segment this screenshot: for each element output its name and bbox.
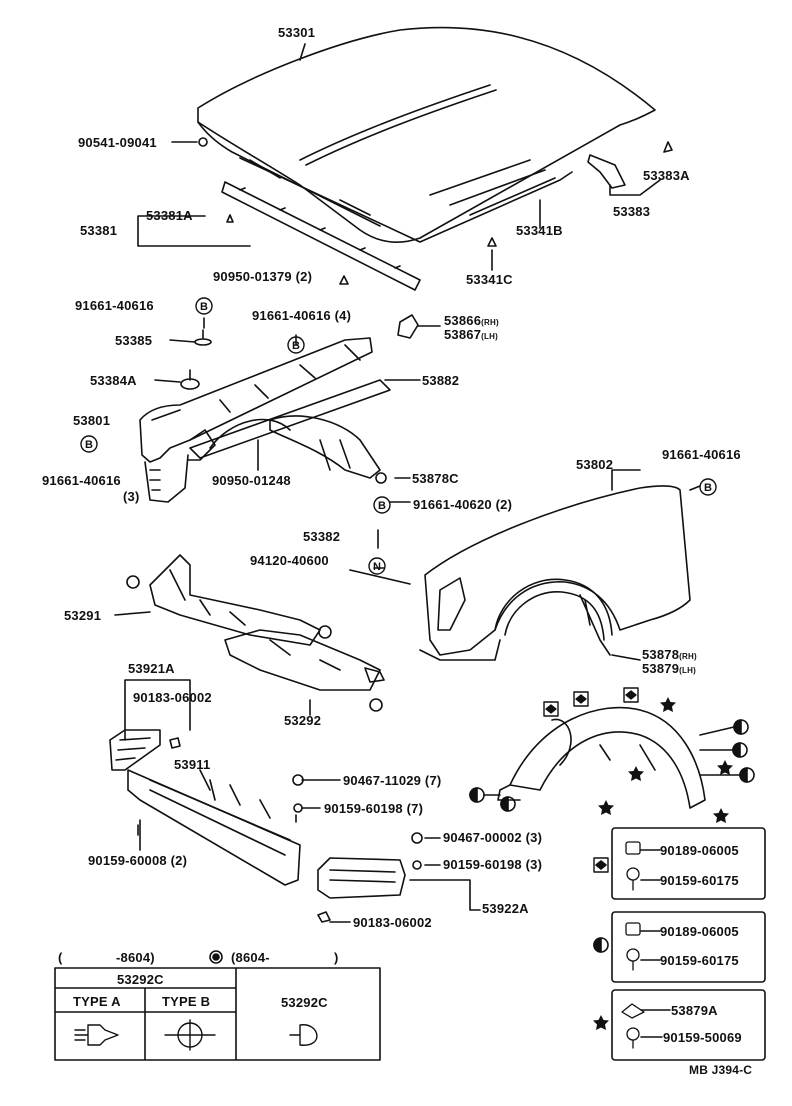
period-old: -8604): [116, 950, 155, 965]
label-90950-01248: 90950-01248: [212, 473, 291, 488]
label-53922A: 53922A: [482, 901, 529, 916]
label-90950-01379: 90950-01379 (2): [213, 269, 313, 284]
period-open-paren: (: [58, 950, 63, 965]
label-53341B: 53341B: [516, 223, 563, 238]
label-53878C: 53878C: [412, 471, 459, 486]
label-90159-60198-7: 90159-60198 (7): [324, 801, 424, 816]
label-53301: 53301: [278, 25, 316, 40]
label-53382: 53382: [303, 529, 341, 544]
period-close-paren: ): [334, 950, 339, 965]
label-91661-40616-a: 91661-40616: [75, 298, 154, 313]
circled-b-2: B: [292, 340, 300, 352]
hood-stopper-drawing: [587, 141, 673, 189]
circled-n-1: N: [373, 561, 381, 573]
liner-star-markers: [593, 697, 733, 1030]
label-91661-40620: 91661-40620 (2): [413, 497, 513, 512]
table-type-b: TYPE B: [162, 994, 211, 1009]
figure-reference: MB J394-C: [689, 1063, 753, 1077]
label-94120-40600: 94120-40600: [250, 553, 329, 568]
label-53867: 53867(LH): [444, 327, 498, 342]
under-cover-drawing: [126, 554, 385, 712]
period-new: (8604-: [231, 950, 270, 965]
legend-hardware-glyphs: [621, 841, 645, 1049]
label-53291: 53291: [64, 608, 102, 623]
table-type-a: TYPE A: [73, 994, 121, 1009]
table-header-right: 53292C: [281, 995, 328, 1010]
circled-b-1: B: [200, 301, 208, 313]
liner-diamond-markers: [543, 687, 639, 717]
circled-symbols: [80, 297, 717, 575]
label-91661-40616-4: 91661-40616 (4): [252, 308, 352, 323]
label-53381: 53381: [80, 223, 118, 238]
label-53878: 53878(RH): [642, 647, 697, 662]
table-header-left: 53292C: [117, 972, 164, 987]
label-90467-00002: 90467-00002 (3): [443, 830, 543, 845]
legend-star-screw: 90159-50069: [663, 1030, 742, 1045]
label-53911: 53911: [174, 757, 211, 772]
circled-b-5: B: [704, 482, 712, 494]
side-bracket-drawing: [317, 832, 423, 923]
label-90159-60008: 90159-60008 (2): [88, 853, 188, 868]
hood-drawing: [197, 26, 656, 243]
label-53383A: 53383A: [643, 168, 690, 183]
circled-b-3: B: [85, 439, 93, 451]
front-fender-drawing: [419, 485, 691, 661]
label-90467-11029: 90467-11029 (7): [343, 773, 442, 788]
label-53802: 53802: [576, 457, 614, 472]
label-90183-06002-a: 90183-06002: [133, 690, 212, 705]
label-53879: 53879(LH): [642, 661, 696, 676]
liner-halfcircle-markers: [469, 719, 755, 812]
legend-diamond-screw: 90159-60175: [660, 873, 739, 888]
fender-brace-drawing: [189, 379, 391, 479]
label-91661-40616-c-qty: (3): [123, 489, 140, 504]
legend-star-part: 53879A: [671, 1003, 718, 1018]
hood-seal-drawing: [221, 181, 421, 291]
circled-b-4: B: [378, 500, 386, 512]
legend-diamond-clip: 90189-06005: [660, 843, 739, 858]
label-53341C: 53341C: [466, 272, 513, 287]
clip-glyphs: [74, 1019, 318, 1051]
legend-half-clip: 90189-06005: [660, 924, 739, 939]
label-90159-60198-3: 90159-60198 (3): [443, 857, 543, 872]
label-53384A: 53384A: [90, 373, 137, 388]
label-53383: 53383: [613, 204, 651, 219]
bumper-reinforcement-drawing: [109, 729, 301, 886]
label-53292: 53292: [284, 713, 322, 728]
label-53801: 53801: [73, 413, 111, 428]
label-90183-06002-b: 90183-06002: [353, 915, 432, 930]
label-53921A: 53921A: [128, 661, 175, 676]
label-53385: 53385: [115, 333, 153, 348]
fender-apron-drawing: [139, 337, 373, 503]
legend-half-screw: 90159-60175: [660, 953, 739, 968]
label-53882: 53882: [422, 373, 460, 388]
label-91661-40616-c: 91661-40616: [42, 473, 121, 488]
label-90541-09041: 90541-09041: [78, 135, 157, 150]
label-91661-40616-d: 91661-40616: [662, 447, 741, 462]
label-53866: 53866(RH): [444, 313, 499, 328]
fender-liner-drawing: [497, 706, 706, 809]
label-53381A: 53381A: [146, 208, 193, 223]
